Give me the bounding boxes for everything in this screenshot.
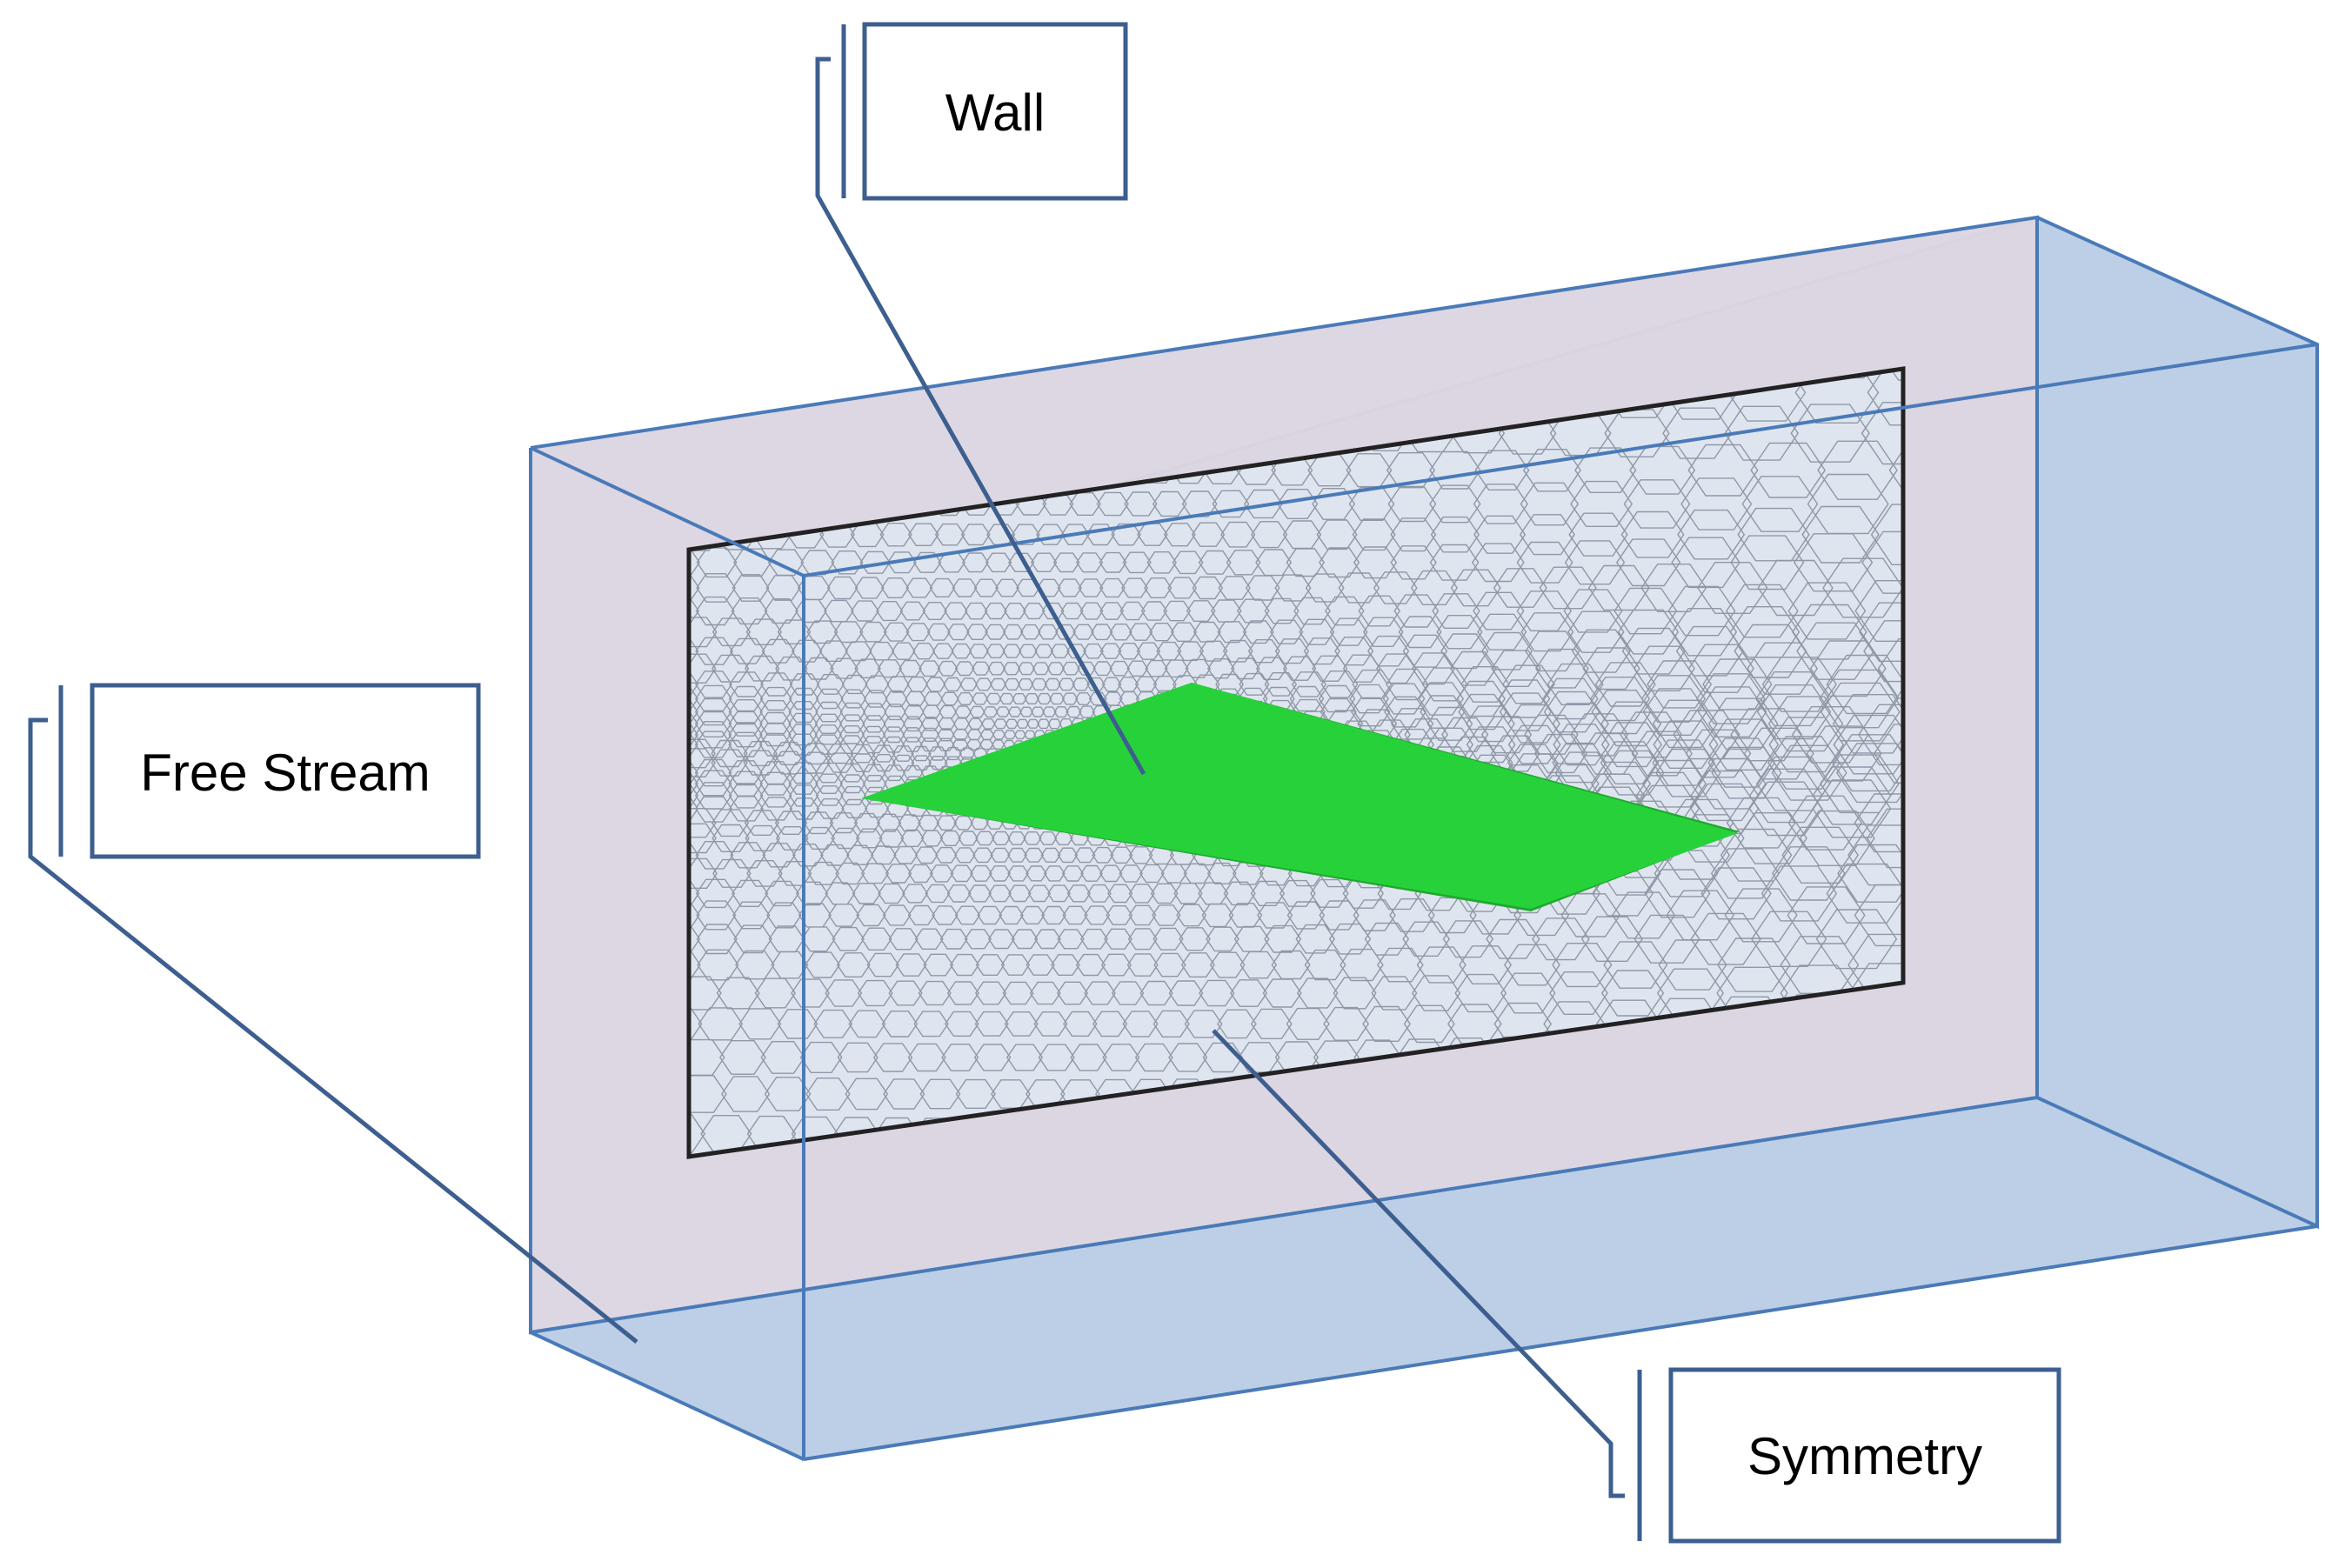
edge-inner-top xyxy=(803,343,2318,577)
wall-leader-line xyxy=(815,57,1146,776)
symmetry-label-box xyxy=(1668,1367,2061,1544)
edge-bottom-left xyxy=(530,1331,805,1461)
box-edges xyxy=(529,215,2319,1461)
edge-side xyxy=(2036,216,2319,1230)
side-face-right xyxy=(2037,217,2317,1226)
mesh-plane-border xyxy=(686,366,1906,1159)
free-stream-label-box xyxy=(90,683,481,859)
wing-top xyxy=(861,683,1738,909)
symmetry-callout: Symmetry xyxy=(1212,1029,2061,1544)
edge-top-left-depth xyxy=(530,446,805,577)
wall-label-box xyxy=(862,22,1128,201)
free-stream-label: Free Stream xyxy=(140,744,430,802)
free-stream-leader-line xyxy=(28,717,638,1344)
symmetry-label: Symmetry xyxy=(1747,1427,1982,1485)
wall-callout: Wall xyxy=(815,22,1146,776)
wing-surface xyxy=(861,683,1740,911)
wall-label: Wall xyxy=(945,83,1045,142)
symmetry-leader-line xyxy=(1212,1029,1625,1498)
bottom-face xyxy=(531,1098,2317,1459)
free-stream-callout: Free Stream xyxy=(28,683,638,1344)
edge-bottom-back xyxy=(803,1224,2318,1461)
